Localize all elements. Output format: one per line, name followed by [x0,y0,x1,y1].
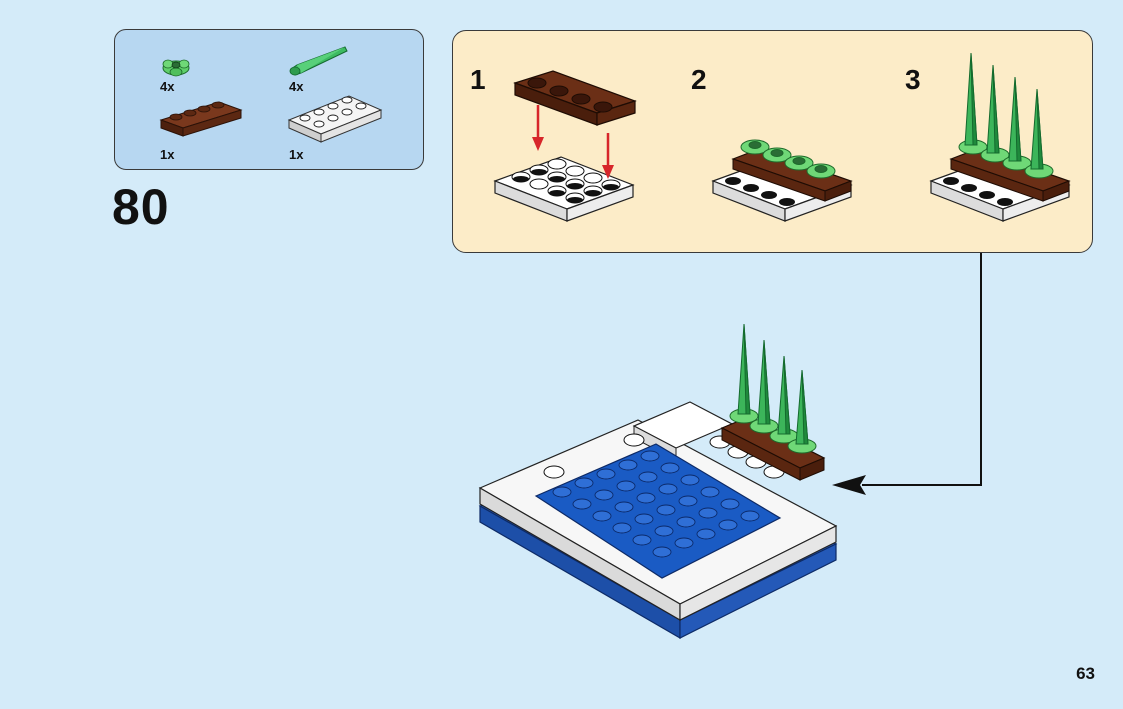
pool-assembly-illustration [478,323,838,640]
parts-list-box: 4x 4x 1x 1x [114,29,424,170]
substep-box: 1 2 3 [452,30,1093,253]
green-spike-icon [964,52,1044,170]
quantity-label: 4x [160,79,175,94]
red-arrow-icon [532,105,614,179]
substep-1-illustration [493,70,637,222]
plant-leaves-icon [740,139,836,179]
white-plate-2x4-icon [287,95,383,143]
page-number: 63 [1076,664,1095,683]
white-plate-icon [493,156,635,222]
connector-arrow [832,253,982,495]
substep-number: 1 [470,64,486,95]
quantity-label: 1x [289,147,304,162]
step-number: 80 [112,179,170,235]
substep-2-illustration [711,139,853,222]
brown-plate-1x4-icon [159,101,243,137]
blue-stud-grid [552,450,760,558]
substep-number: 3 [905,64,921,95]
plant-leaves-icon [162,59,190,77]
substep-number: 2 [691,64,707,95]
substep-3-illustration [929,52,1071,222]
brown-plate-icon [513,70,637,126]
green-spike-icon [737,323,809,445]
green-spike-icon [289,46,348,76]
quantity-label: 4x [289,79,304,94]
quantity-label: 1x [160,147,175,162]
